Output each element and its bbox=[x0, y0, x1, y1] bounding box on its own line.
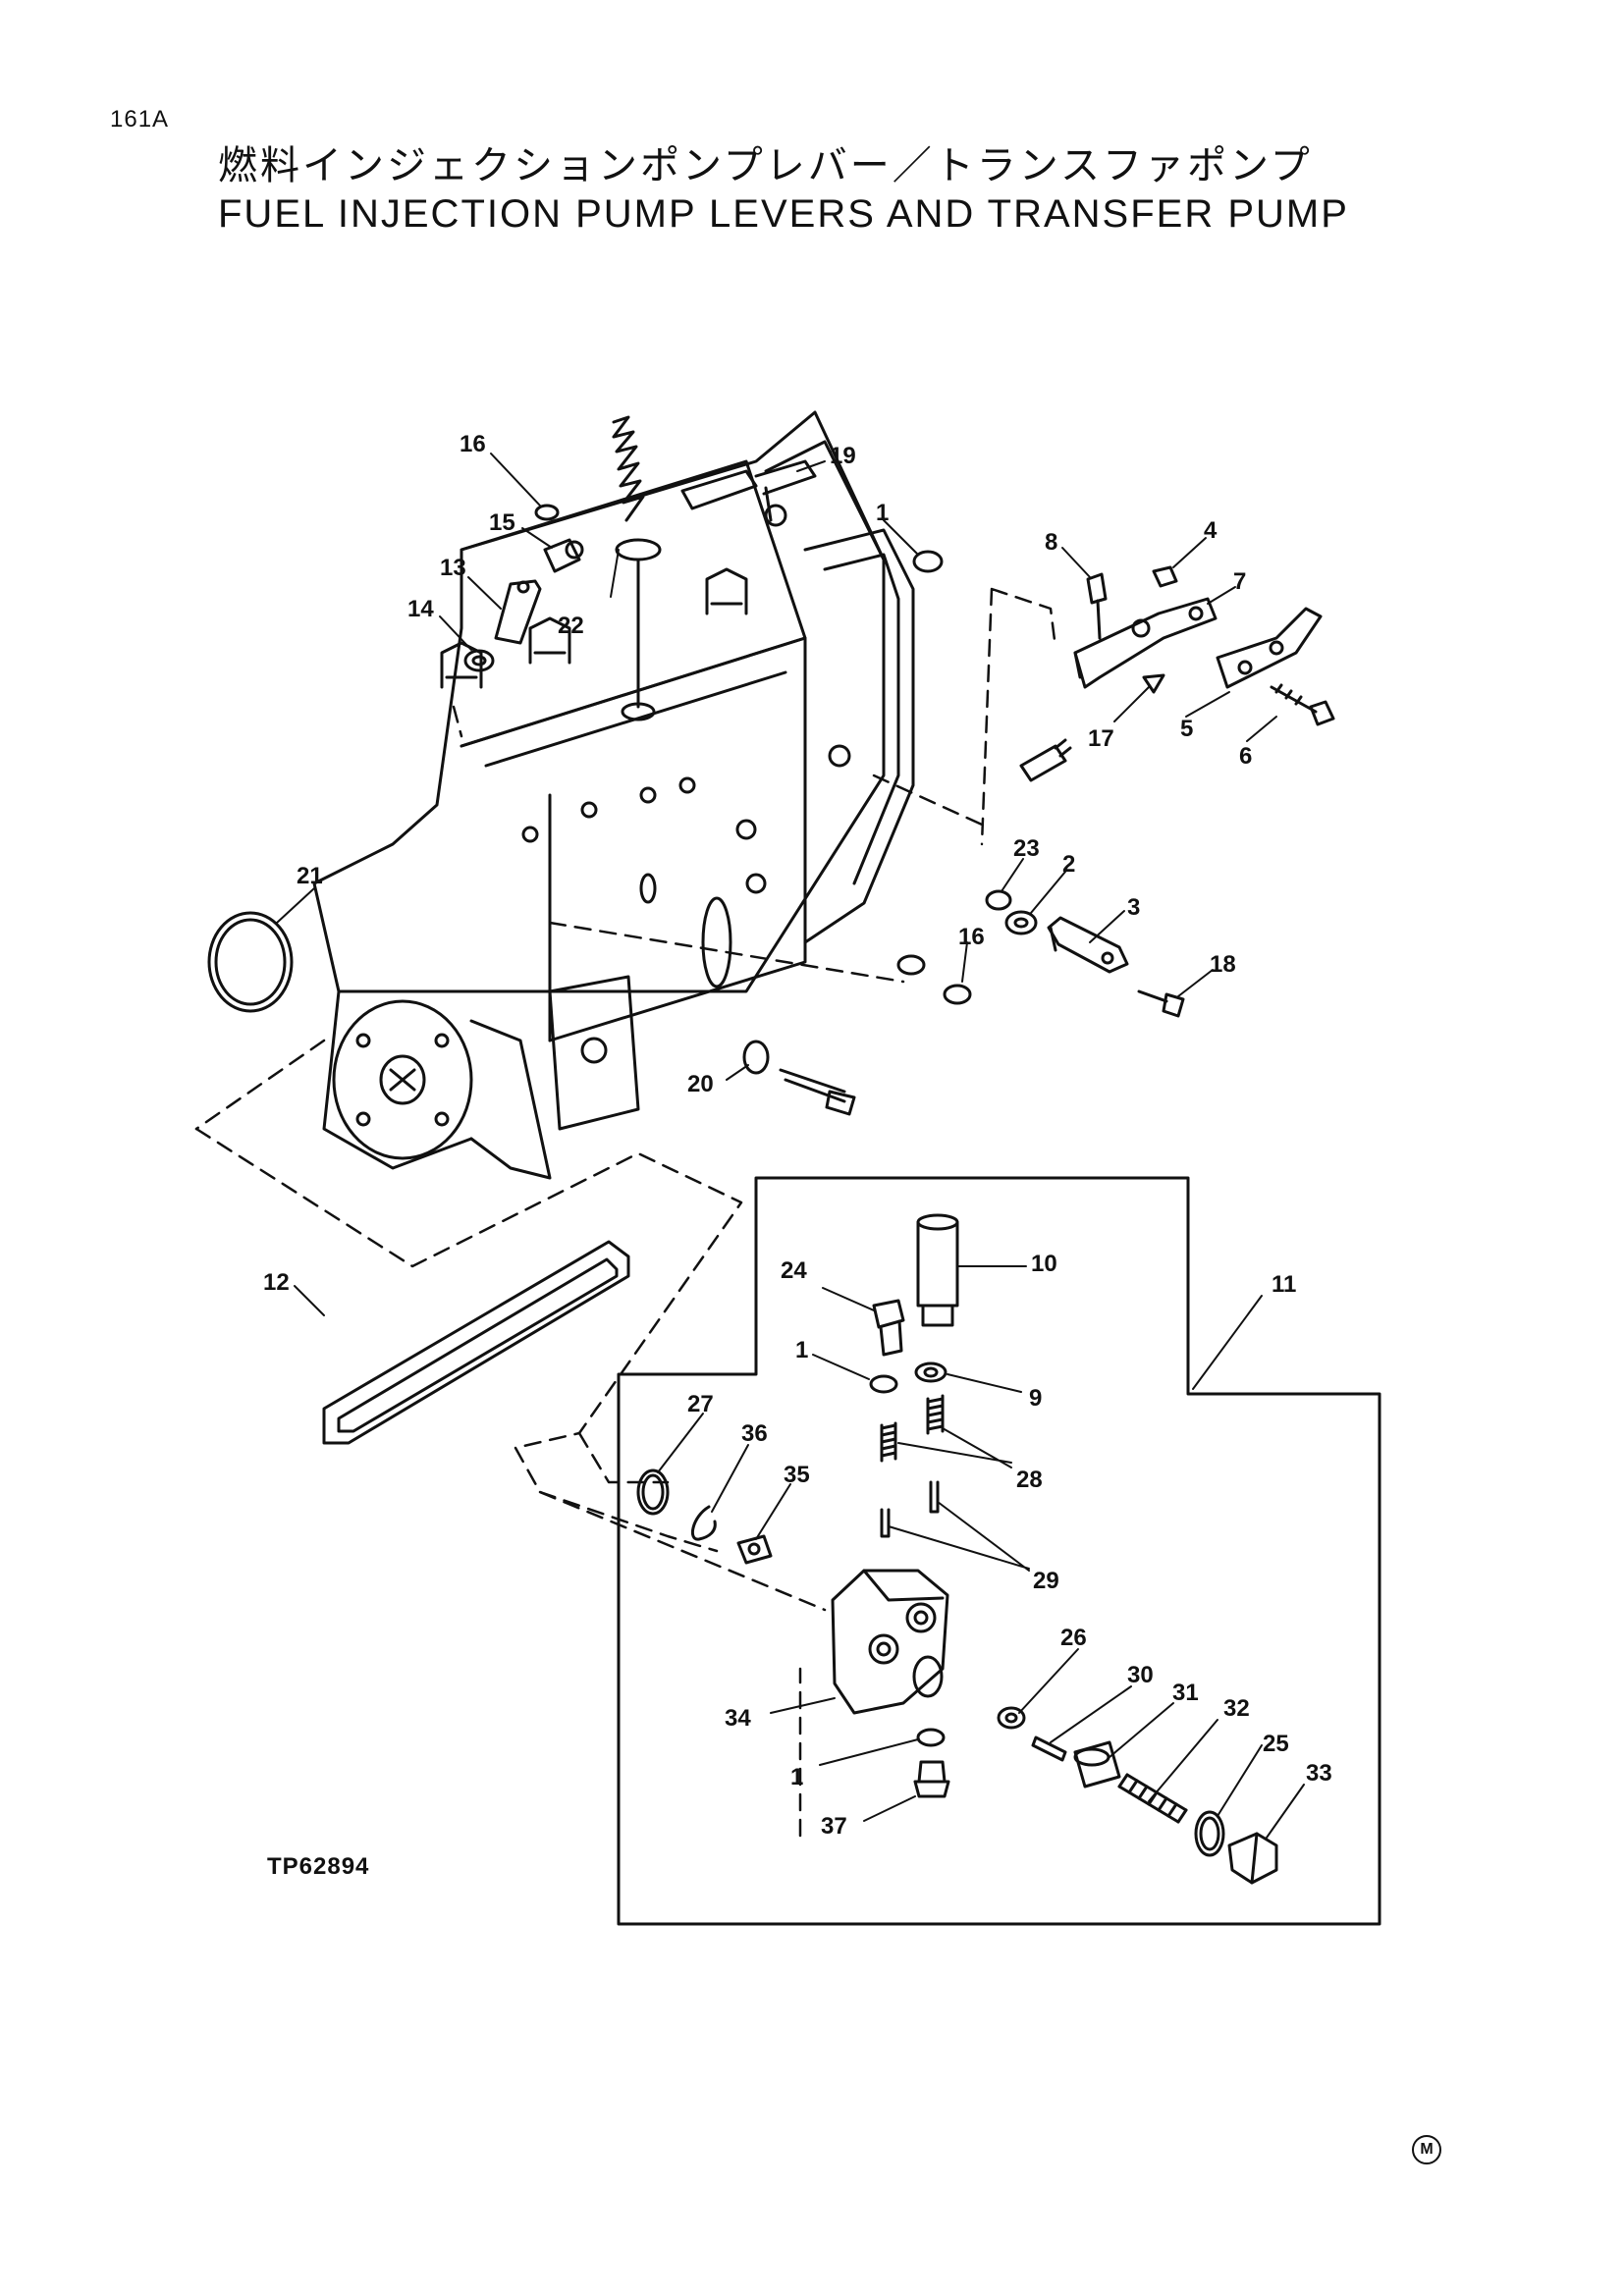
callout-1-lower: 1 bbox=[790, 1764, 803, 1790]
callout-26: 26 bbox=[1060, 1625, 1087, 1651]
callout-23: 23 bbox=[1013, 835, 1040, 862]
dashed-guide-lines bbox=[194, 587, 1057, 1838]
callout-labels: 16 15 13 14 22 19 1 8 4 7 17 5 6 21 23 2… bbox=[263, 431, 1332, 1840]
page-number: 161A bbox=[110, 106, 170, 133]
callout-25: 25 bbox=[1263, 1731, 1289, 1757]
callout-11: 11 bbox=[1272, 1271, 1296, 1298]
callout-9: 9 bbox=[1029, 1385, 1042, 1412]
side-parts-group bbox=[207, 738, 1185, 1445]
callout-7: 7 bbox=[1233, 568, 1246, 595]
page-title-english: FUEL INJECTION PUMP LEVERS AND TRANSFER … bbox=[218, 192, 1349, 236]
callout-35: 35 bbox=[784, 1462, 810, 1488]
callout-5: 5 bbox=[1180, 716, 1193, 742]
callout-15: 15 bbox=[489, 509, 515, 536]
callout-2: 2 bbox=[1062, 851, 1075, 878]
callout-19: 19 bbox=[830, 443, 856, 469]
callout-18: 18 bbox=[1210, 951, 1236, 978]
transfer-pump-box bbox=[617, 1176, 1381, 1926]
callout-16-side: 16 bbox=[958, 924, 985, 950]
figure-code: TP62894 bbox=[267, 1853, 370, 1880]
callout-10: 10 bbox=[1031, 1251, 1057, 1277]
callout-3: 3 bbox=[1127, 894, 1140, 921]
callout-29: 29 bbox=[1033, 1568, 1059, 1594]
top-parts-group bbox=[463, 415, 1335, 726]
callout-13: 13 bbox=[440, 555, 466, 581]
transfer-pump-parts bbox=[636, 1213, 1278, 1885]
callout-14: 14 bbox=[407, 596, 434, 622]
callout-24: 24 bbox=[781, 1257, 807, 1284]
page-title-japanese: 燃料インジェクションポンプレバー／トランスファポンプ bbox=[218, 143, 1313, 188]
marker-symbol: M bbox=[1412, 2135, 1441, 2164]
callout-16: 16 bbox=[460, 431, 486, 457]
callout-1-top: 1 bbox=[876, 500, 889, 526]
callout-31: 31 bbox=[1172, 1680, 1199, 1706]
callout-12: 12 bbox=[263, 1269, 290, 1296]
callout-6: 6 bbox=[1239, 743, 1252, 770]
injection-pump-body bbox=[312, 410, 915, 1180]
callout-4: 4 bbox=[1204, 517, 1218, 544]
callout-34: 34 bbox=[725, 1705, 751, 1732]
callout-20: 20 bbox=[687, 1071, 714, 1097]
leader-lines bbox=[276, 453, 1305, 1839]
callout-28: 28 bbox=[1016, 1467, 1043, 1493]
callout-8: 8 bbox=[1045, 529, 1057, 556]
callout-1-pump: 1 bbox=[795, 1337, 808, 1363]
callout-21: 21 bbox=[297, 863, 323, 889]
callout-33: 33 bbox=[1306, 1760, 1332, 1787]
callout-17: 17 bbox=[1088, 725, 1114, 752]
callout-22: 22 bbox=[558, 613, 584, 639]
callout-32: 32 bbox=[1223, 1695, 1250, 1722]
callout-30: 30 bbox=[1127, 1662, 1154, 1688]
callout-27: 27 bbox=[687, 1391, 714, 1417]
callout-37: 37 bbox=[821, 1813, 847, 1840]
callout-36: 36 bbox=[741, 1420, 768, 1447]
